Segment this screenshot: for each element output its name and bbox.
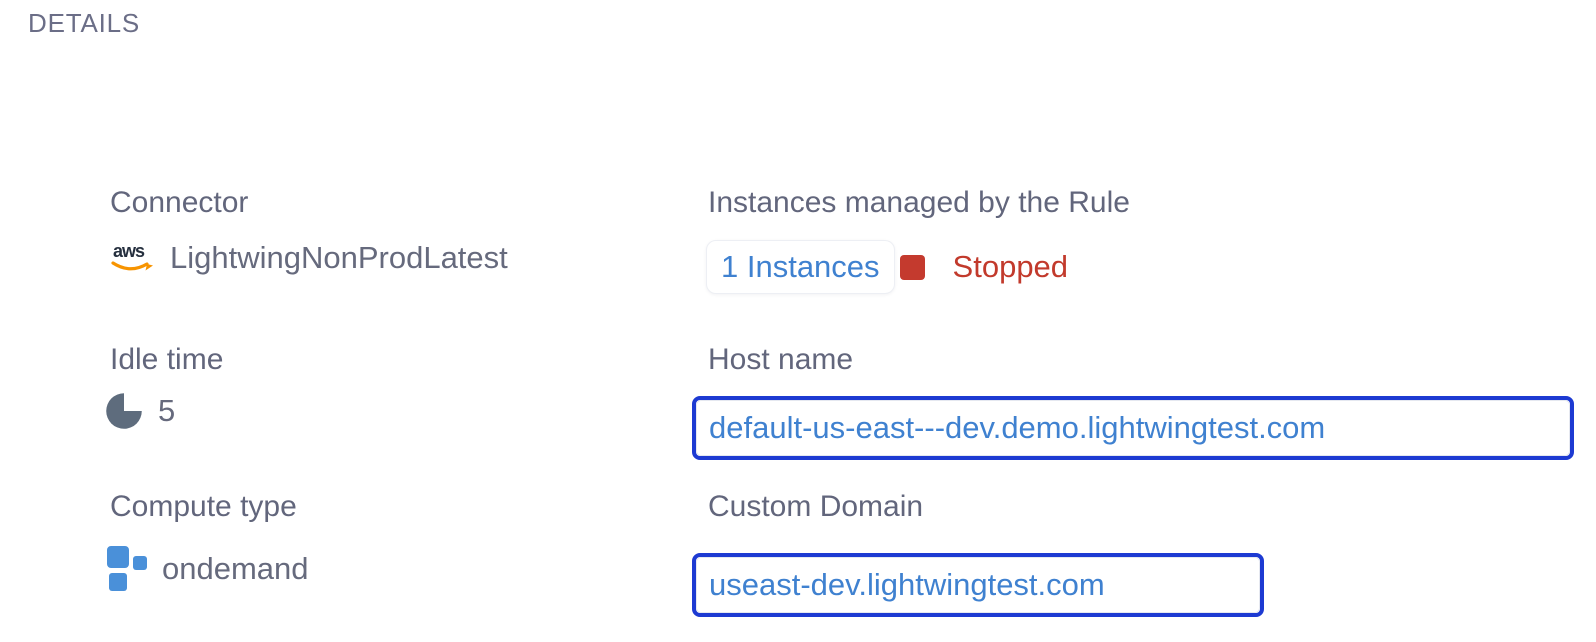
compute-type-label: Compute type (110, 490, 297, 523)
host-name-link-box[interactable]: default-us-east---dev.demo.lightwingtest… (692, 396, 1574, 460)
host-name-link[interactable]: default-us-east---dev.demo.lightwingtest… (709, 410, 1326, 445)
status-text: Stopped (952, 249, 1069, 284)
aws-icon: aws (108, 240, 156, 276)
connector-value-row: aws LightwingNonProdLatest (108, 238, 508, 278)
stopped-status-square-icon (899, 254, 925, 280)
host-name-link-inner: default-us-east---dev.demo.lightwingtest… (696, 400, 1570, 456)
idle-time-label: Idle time (110, 343, 224, 376)
compute-type-value-row: ondemand (106, 545, 309, 593)
connector-label: Connector (110, 186, 249, 219)
custom-domain-link-inner: useast-dev.lightwingtest.com (696, 557, 1260, 613)
idle-time-value: 5 (158, 393, 176, 428)
connector-value: LightwingNonProdLatest (170, 240, 508, 275)
instances-managed-label: Instances managed by the Rule (708, 186, 1130, 219)
idle-time-icon (104, 391, 144, 431)
custom-domain-label: Custom Domain (708, 490, 924, 523)
instances-count-link[interactable]: 1 Instances (706, 240, 895, 294)
compute-type-icon (106, 545, 148, 593)
idle-time-value-row: 5 (104, 391, 175, 431)
host-name-label: Host name (708, 343, 854, 376)
section-title: DETAILS (28, 8, 141, 38)
compute-type-value: ondemand (162, 551, 309, 586)
instances-status-row: 1 Instances Stopped (706, 240, 1068, 294)
svg-text:aws: aws (113, 241, 145, 261)
custom-domain-link-box[interactable]: useast-dev.lightwingtest.com (692, 553, 1264, 617)
custom-domain-link[interactable]: useast-dev.lightwingtest.com (709, 567, 1105, 602)
